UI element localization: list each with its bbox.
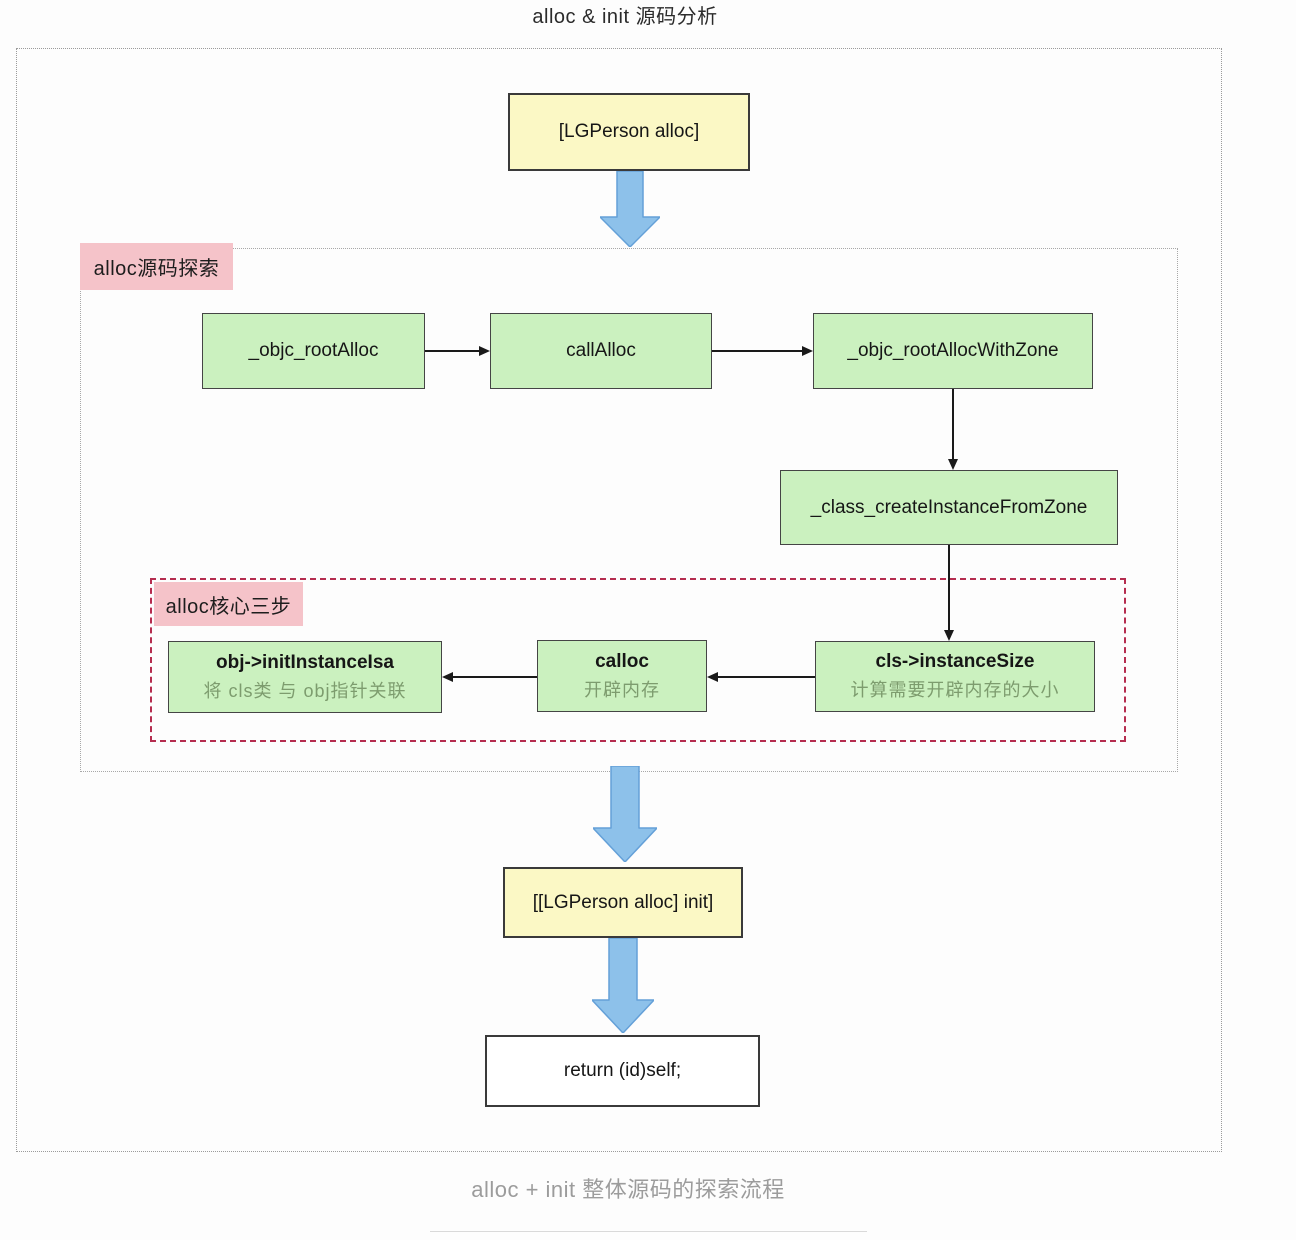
node-return-self: return (id)self; [485, 1035, 760, 1107]
alloc-three-steps-frame [150, 578, 1126, 742]
page-title: alloc & init 源码分析 [532, 6, 718, 28]
alloc-three-steps-label: alloc核心三步 [154, 582, 303, 626]
node-obj-initinstanceisa: obj->initInstanceIsa 将 cls类 与 obj指针关联 [168, 641, 442, 713]
node-callalloc-label: callAlloc [566, 340, 636, 361]
node-calloc-title: calloc [595, 650, 649, 672]
node-objc-rootallocwithzone: _objc_rootAllocWithZone [813, 313, 1093, 389]
node-lgperson-alloc-init-label: [[LGPerson alloc] init] [532, 891, 714, 913]
bottom-divider [430, 1231, 867, 1232]
arrow-callalloc-to-withzone [712, 346, 813, 356]
blue-down-arrow-to-return-icon [592, 938, 654, 1033]
node-objc-rootalloc: _objc_rootAlloc [202, 313, 425, 389]
arrow-withzone-to-createinstance [948, 389, 958, 470]
blue-down-arrow-to-init-icon [593, 766, 657, 862]
node-return-self-label: return (id)self; [563, 1060, 682, 1081]
node-callalloc: callAlloc [490, 313, 712, 389]
node-cls-instancesize: cls->instanceSize 计算需要开辟内存的大小 [815, 641, 1095, 712]
node-cls-instancesize-subtitle: 计算需要开辟内存的大小 [850, 680, 1060, 700]
outer-dotted-frame [16, 48, 1222, 1152]
diagram-caption: alloc + init 整体源码的探索流程 [471, 1177, 785, 1202]
blue-down-arrow-entry-icon [600, 171, 660, 247]
node-obj-initinstanceisa-subtitle: 将 cls类 与 obj指针关联 [203, 680, 407, 701]
arrow-createinstance-to-instancesize [944, 545, 954, 641]
node-lgperson-alloc: [LGPerson alloc] [508, 93, 750, 171]
arrow-calloc-to-initisa [442, 672, 537, 682]
node-calloc: calloc 开辟内存 [537, 640, 707, 712]
node-objc-rootalloc-label: _objc_rootAlloc [248, 340, 379, 361]
arrow-rootalloc-to-callalloc [425, 346, 490, 356]
node-calloc-subtitle: 开辟内存 [584, 679, 660, 700]
node-lgperson-alloc-init: [[LGPerson alloc] init] [503, 867, 743, 938]
alloc-explore-label: alloc源码探索 [80, 243, 233, 290]
node-obj-initinstanceisa-title: obj->initInstanceIsa [216, 651, 394, 673]
node-class-createinstancefromzone: _class_createInstanceFromZone [780, 470, 1118, 545]
arrow-instancesize-to-calloc [707, 672, 815, 682]
node-objc-rootallocwithzone-label: _objc_rootAllocWithZone [847, 340, 1059, 361]
node-cls-instancesize-title: cls->instanceSize [875, 651, 1035, 672]
node-lgperson-alloc-label: [LGPerson alloc] [558, 121, 700, 142]
node-class-createinstancefromzone-label: _class_createInstanceFromZone [810, 496, 1088, 518]
